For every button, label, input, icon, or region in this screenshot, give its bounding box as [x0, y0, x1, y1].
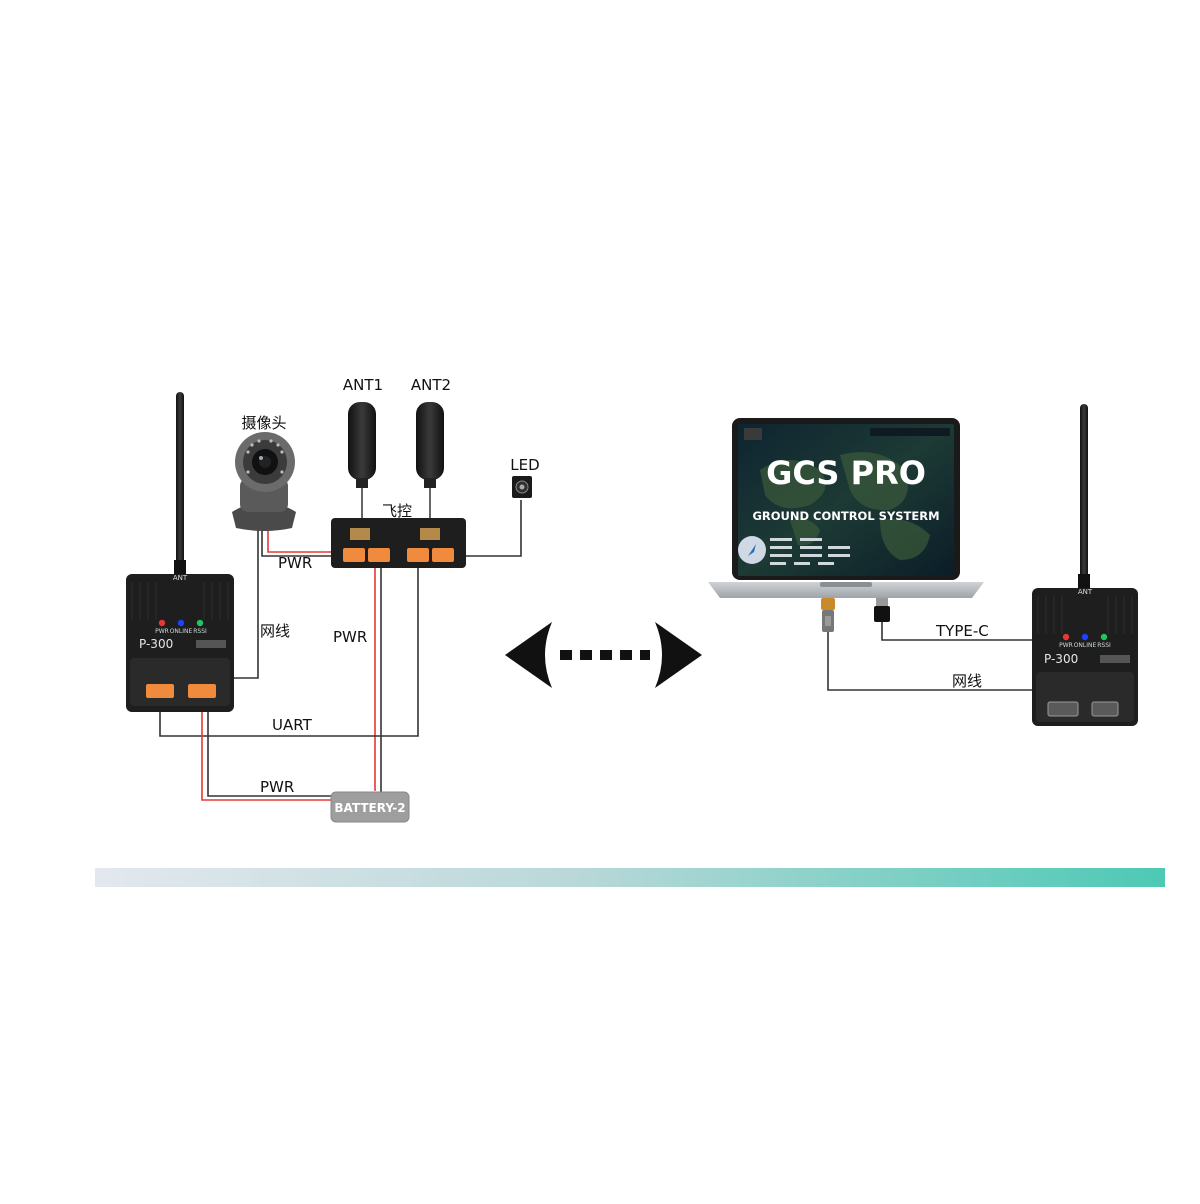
- wire-led: [455, 500, 522, 557]
- ant2-label: ANT2: [411, 376, 451, 394]
- led-icon: [512, 476, 532, 498]
- ethernet-right-label: 网线: [952, 672, 982, 690]
- ant1-label: ANT1: [343, 376, 383, 394]
- connector-left-1: [146, 684, 174, 698]
- battery: BATTERY-2: [330, 791, 410, 823]
- pwr-bottom-label: PWR: [260, 778, 294, 796]
- type-c-label: TYPE-C: [935, 622, 989, 640]
- fc-connector-3: [407, 548, 429, 562]
- ant-label: ANT: [173, 574, 188, 582]
- left-radio: ANT PWR ONLINE RSSI P-300: [126, 392, 234, 712]
- pwr-led: [1062, 633, 1070, 641]
- pwr-led: [158, 619, 166, 627]
- led-label-rssi: RSSI: [193, 628, 207, 635]
- usb-icon: [874, 598, 890, 622]
- led-label-rssi: RSSI: [1097, 642, 1111, 649]
- led-label: LED: [510, 456, 539, 474]
- connector-right-1: [1047, 701, 1079, 717]
- right-radio: ANT PWR ONLINE RSSI P-300: [1032, 404, 1138, 726]
- connector-right-2: [1091, 701, 1119, 717]
- wire-camera-ethernet: [234, 528, 259, 679]
- ant2-antenna: [416, 402, 444, 530]
- connector-left-2: [188, 684, 216, 698]
- laptop-title: GCS PRO: [766, 454, 926, 492]
- fc-connector-2: [368, 548, 390, 562]
- wire-radio-battery-red: [201, 704, 332, 801]
- rssi-led: [196, 619, 204, 627]
- ant1-antenna: [348, 402, 376, 530]
- model-label: P-300: [139, 637, 173, 651]
- fc-label: 飞控: [382, 502, 412, 520]
- uart-label: UART: [272, 716, 313, 734]
- flight-controller: [331, 518, 466, 568]
- rssi-led: [1100, 633, 1108, 641]
- wire-laptop-typec: [881, 620, 1034, 641]
- wire-fc-battery-red: [374, 565, 376, 791]
- fc-connector-1: [343, 548, 365, 562]
- wire-uart: [159, 565, 419, 737]
- wire-camera-pwr-red: [267, 528, 345, 553]
- led-label-online: ONLINE: [1074, 642, 1097, 649]
- antenna-icon: [1080, 404, 1088, 594]
- fc-connector-4: [432, 548, 454, 562]
- battery-label: BATTERY-2: [334, 801, 405, 815]
- led-label-pwr: PWR: [1059, 642, 1073, 649]
- led-label-online: ONLINE: [170, 628, 193, 635]
- wire-radio-battery-dark: [207, 704, 332, 797]
- led-label-pwr: PWR: [155, 628, 169, 635]
- wires: [159, 500, 1034, 801]
- pwr-camera-label: PWR: [278, 554, 312, 572]
- camera-icon: [232, 432, 296, 531]
- wire-camera-pwr-dark: [261, 528, 345, 557]
- ant-label: ANT: [1078, 588, 1093, 596]
- double-arrow-icon: [505, 622, 702, 688]
- camera-label: 摄像头: [241, 414, 286, 432]
- antenna-icon: [176, 392, 184, 580]
- ethernet-left-label: 网线: [260, 622, 290, 640]
- online-led: [1081, 633, 1089, 641]
- pwr-mid-label: PWR: [333, 628, 367, 646]
- laptop-subtitle: GROUND CONTROL SYSTERM: [752, 509, 939, 523]
- online-led: [177, 619, 185, 627]
- model-label: P-300: [1044, 652, 1078, 666]
- laptop: GCS PRO GROUND CONTROL SYSTERM: [708, 418, 984, 598]
- antenna-icon: [416, 402, 444, 480]
- gradient-divider-band: [95, 868, 1165, 887]
- antenna-icon: [348, 402, 376, 480]
- wire-laptop-ethernet: [827, 630, 1034, 691]
- ethernet-icon: [821, 598, 835, 632]
